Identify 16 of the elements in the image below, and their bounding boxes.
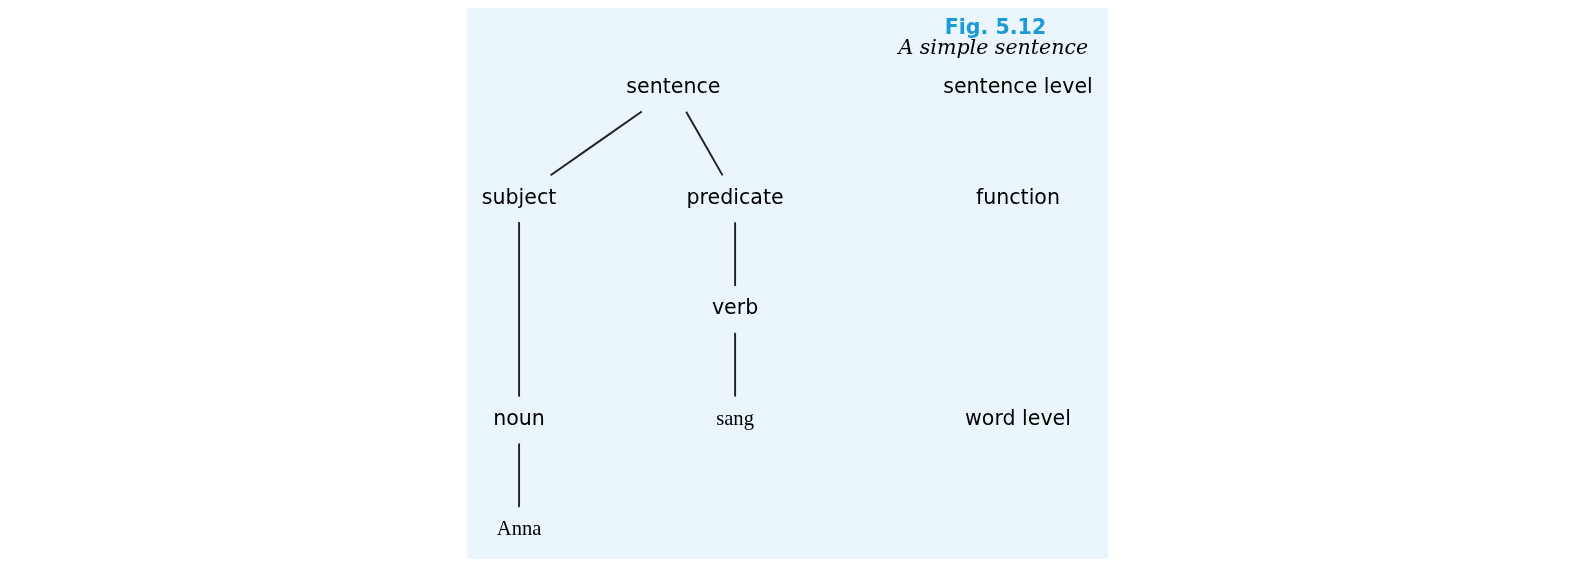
label: function (975, 184, 1060, 209)
node-text: noun (492, 405, 545, 430)
label: word level (964, 405, 1071, 430)
connector (733, 331, 736, 398)
node-text: verb (711, 295, 758, 320)
node-text: sang (715, 406, 754, 429)
node-text: predicate (686, 184, 784, 209)
label: sentence level (942, 73, 1093, 98)
node-text: subject (481, 184, 556, 209)
connector (549, 110, 643, 177)
connector (733, 221, 736, 287)
node-text: sentence (625, 73, 720, 98)
connector (517, 442, 520, 509)
connector (517, 221, 520, 398)
connector (684, 110, 723, 177)
node-text: Anna (496, 517, 541, 540)
